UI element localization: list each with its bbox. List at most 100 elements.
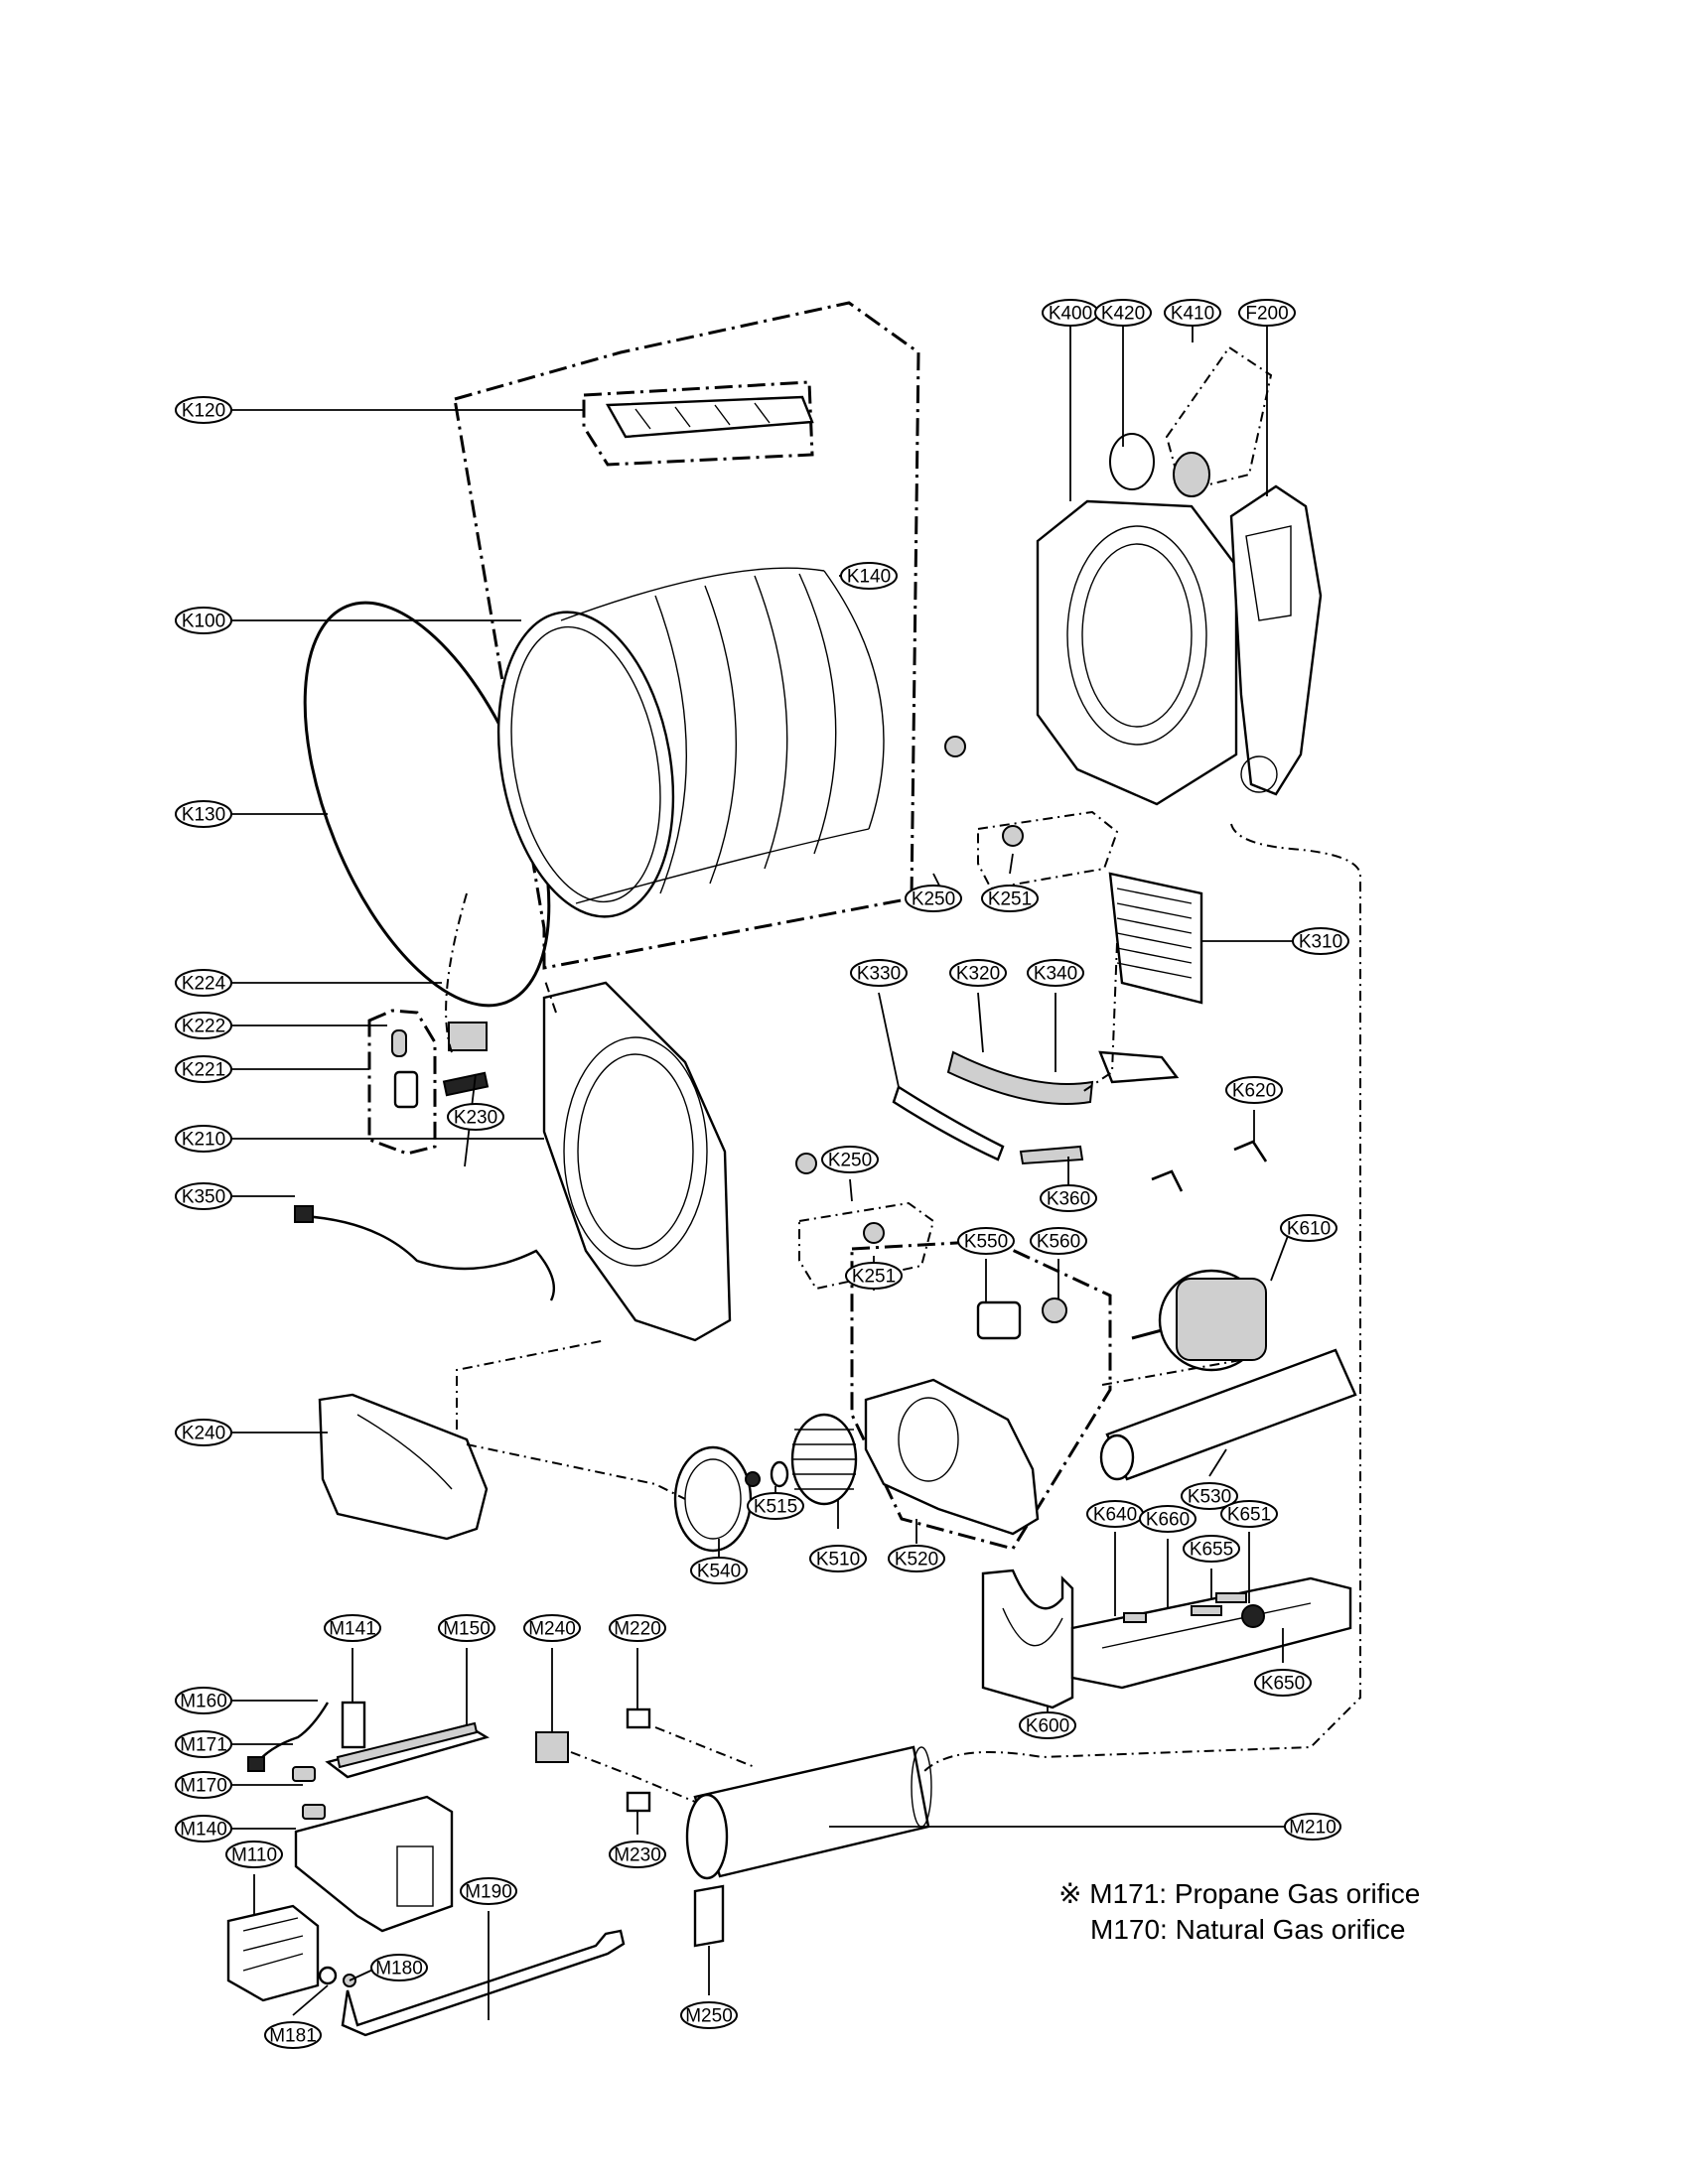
label-text: M220	[614, 1619, 661, 1640]
label-k420: K420	[1094, 299, 1152, 327]
label-bubble	[821, 1146, 879, 1173]
label-text: K360	[1047, 1189, 1090, 1210]
label-k222: K222	[175, 1012, 232, 1039]
damper-roller-c	[795, 1153, 817, 1174]
drum-group-outline	[453, 301, 920, 970]
label-bubble	[370, 1954, 428, 1981]
label-text: K660	[1146, 1510, 1190, 1531]
label-k651: K651	[1220, 1500, 1278, 1528]
label-bubble	[609, 1614, 666, 1642]
label-text: K520	[895, 1550, 938, 1570]
idler-pulley-part	[1241, 1604, 1265, 1628]
damper-roller-a	[944, 736, 966, 757]
thermostat-part	[976, 1300, 1022, 1340]
label-k600: K600	[1019, 1711, 1076, 1739]
label-text: K140	[847, 567, 891, 588]
label-bubble	[175, 1730, 232, 1758]
label-bubble	[680, 2001, 738, 2029]
lamp-cover-part	[442, 1071, 490, 1097]
flame-switch-part-a	[626, 1707, 651, 1729]
valve-fitting-part	[318, 1966, 338, 1985]
label-text: K420	[1101, 304, 1145, 325]
label-k620: K620	[1225, 1076, 1283, 1104]
k250b-group-outline	[798, 1201, 935, 1291]
label-bubble	[1280, 1214, 1337, 1242]
bearing-part	[1173, 452, 1210, 497]
label-text: K120	[182, 401, 225, 422]
lamp-bracket-part	[448, 1022, 488, 1051]
label-text: M170	[180, 1776, 227, 1797]
label-k640: K640	[1086, 1500, 1144, 1528]
leader-lines	[231, 323, 1293, 2020]
label-m171: M171	[175, 1730, 232, 1758]
label-m110: M110	[225, 1841, 283, 1868]
lamp-part	[391, 1029, 407, 1057]
label-text: K560	[1037, 1232, 1080, 1253]
label-bubble	[324, 1614, 381, 1642]
label-m141: M141	[324, 1614, 381, 1642]
burner-bracket-part	[294, 1795, 454, 1933]
filter-guide-part	[892, 1085, 1005, 1161]
label-bubble	[438, 1614, 495, 1642]
label-text: K651	[1227, 1505, 1271, 1526]
label-text: K224	[182, 974, 226, 995]
label-text: K251	[852, 1267, 896, 1288]
label-k560: K560	[1030, 1227, 1087, 1255]
label-k130: K130	[175, 800, 232, 828]
flame-sensor-part	[341, 1701, 366, 1749]
lint-duct-part	[1229, 484, 1323, 796]
label-text: K100	[182, 612, 225, 632]
label-text: M110	[231, 1845, 277, 1866]
label-k250b: K250	[821, 1146, 879, 1173]
label-text: K515	[754, 1497, 797, 1518]
sensor-part	[1019, 1145, 1084, 1165]
note-line-natural-gas: M170: Natural Gas orifice	[1058, 1912, 1420, 1948]
label-bubble	[175, 1687, 232, 1714]
label-k224: K224	[175, 969, 232, 997]
label-text: K530	[1188, 1487, 1231, 1508]
label-text: K350	[182, 1187, 225, 1208]
baffle-part	[605, 395, 814, 439]
idler-arm-part	[1191, 1605, 1222, 1616]
motor-clip-part-b	[1233, 1140, 1268, 1162]
label-bubble	[1040, 1184, 1097, 1212]
label-text: M180	[375, 1959, 423, 1979]
label-bubble	[1181, 1482, 1238, 1510]
label-text: M160	[180, 1692, 227, 1712]
label-k350: K350	[175, 1182, 232, 1210]
label-k210: K210	[175, 1125, 232, 1153]
blower-nut-part	[745, 1471, 761, 1487]
damper-group-outline	[582, 380, 814, 467]
label-m140: M140	[175, 1815, 232, 1843]
label-bubble	[1292, 927, 1349, 955]
label-text: K655	[1190, 1540, 1233, 1561]
label-bubble	[175, 1055, 232, 1083]
idler-spring-part	[1123, 1612, 1147, 1623]
gas-valve-part	[226, 1904, 320, 2002]
parts	[226, 395, 1357, 2037]
motor-part	[1131, 1269, 1267, 1372]
rear-bulkhead-part	[1036, 499, 1238, 806]
label-text: K650	[1261, 1674, 1305, 1695]
blower-washer-part	[770, 1460, 789, 1488]
label-k251a: K251	[981, 885, 1039, 912]
label-text: K221	[182, 1060, 225, 1081]
label-text: M250	[685, 2006, 733, 2027]
label-text: K240	[182, 1424, 225, 1444]
label-k660: K660	[1139, 1505, 1196, 1533]
label-bubble	[1284, 1813, 1341, 1841]
label-bubble	[957, 1227, 1015, 1255]
propane-orifice-part	[292, 1766, 316, 1782]
drum-part	[496, 567, 885, 918]
label-m150: M150	[438, 1614, 495, 1642]
lint-filter-part	[1108, 872, 1203, 1005]
label-bubble	[1027, 959, 1084, 987]
label-bubble	[845, 1262, 903, 1290]
bulkhead-seal-part	[1109, 433, 1155, 490]
label-text: M141	[329, 1619, 376, 1640]
label-text: K250	[828, 1151, 872, 1171]
label-k540: K540	[690, 1557, 748, 1584]
tube-bracket-part	[693, 1884, 725, 1948]
label-bubble	[690, 1557, 748, 1584]
label-text: K610	[1287, 1219, 1331, 1240]
